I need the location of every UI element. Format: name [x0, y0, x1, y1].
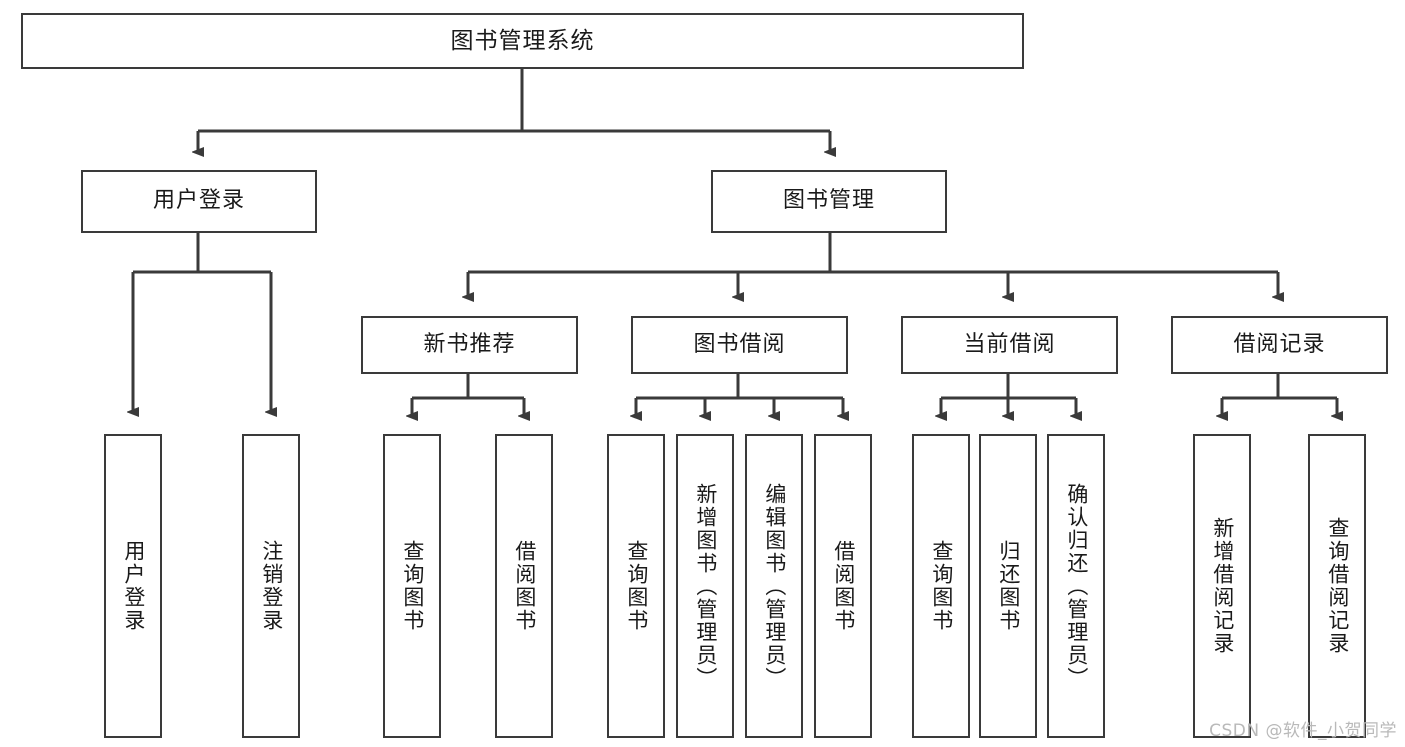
- node-user-login-label: 用户登录: [152, 188, 245, 214]
- leaf-add-record-label: 新增借阅记录: [1210, 517, 1235, 655]
- leaf-add-book-label: 新增图书（管理员）: [693, 482, 718, 690]
- leaf-query-book-2-label: 查询图书: [624, 540, 649, 632]
- leaf-borrow-book-1[interactable]: 借阅图书: [495, 434, 553, 738]
- node-borrow-record[interactable]: 借阅记录: [1171, 316, 1388, 374]
- leaf-edit-book-label: 编辑图书（管理员）: [762, 482, 787, 690]
- node-book-borrow[interactable]: 图书借阅: [631, 316, 848, 374]
- node-book-management-label: 图书管理: [782, 188, 875, 214]
- node-new-book-recommend[interactable]: 新书推荐: [361, 316, 578, 374]
- node-book-management[interactable]: 图书管理: [711, 170, 947, 233]
- leaf-query-book-1-label: 查询图书: [400, 540, 425, 632]
- csdn-watermark: CSDN @软件_小贺同学: [1209, 721, 1397, 741]
- leaf-borrow-book-2[interactable]: 借阅图书: [814, 434, 872, 738]
- leaf-user-login-label: 用户登录: [121, 540, 146, 632]
- leaf-borrow-book-1-label: 借阅图书: [512, 540, 537, 632]
- leaf-return-book[interactable]: 归还图书: [979, 434, 1037, 738]
- leaf-return-book-label: 归还图书: [996, 540, 1021, 632]
- leaf-query-book-3-label: 查询图书: [929, 540, 954, 632]
- leaf-borrow-book-2-label: 借阅图书: [831, 540, 856, 632]
- node-new-book-recommend-label: 新书推荐: [423, 331, 516, 357]
- node-borrow-record-label: 借阅记录: [1233, 331, 1326, 357]
- leaf-query-record-label: 查询借阅记录: [1325, 517, 1350, 655]
- leaf-query-book-3[interactable]: 查询图书: [912, 434, 970, 738]
- leaf-logout-login[interactable]: 注销登录: [242, 434, 300, 738]
- leaf-edit-book[interactable]: 编辑图书（管理员）: [745, 434, 803, 738]
- leaf-query-record[interactable]: 查询借阅记录: [1308, 434, 1366, 738]
- leaf-confirm-return-label: 确认归还（管理员）: [1064, 482, 1089, 690]
- node-current-borrow[interactable]: 当前借阅: [901, 316, 1118, 374]
- node-book-borrow-label: 图书借阅: [693, 331, 786, 357]
- leaf-query-book-1[interactable]: 查询图书: [383, 434, 441, 738]
- leaf-add-record[interactable]: 新增借阅记录: [1193, 434, 1251, 738]
- leaf-query-book-2[interactable]: 查询图书: [607, 434, 665, 738]
- node-root-system[interactable]: 图书管理系统: [21, 13, 1024, 69]
- leaf-add-book[interactable]: 新增图书（管理员）: [676, 434, 734, 738]
- node-current-borrow-label: 当前借阅: [963, 331, 1056, 357]
- leaf-user-login[interactable]: 用户登录: [104, 434, 162, 738]
- leaf-confirm-return[interactable]: 确认归还（管理员）: [1047, 434, 1105, 738]
- node-root-label: 图书管理系统: [450, 27, 595, 54]
- node-user-login[interactable]: 用户登录: [81, 170, 317, 233]
- leaf-logout-login-label: 注销登录: [259, 540, 284, 632]
